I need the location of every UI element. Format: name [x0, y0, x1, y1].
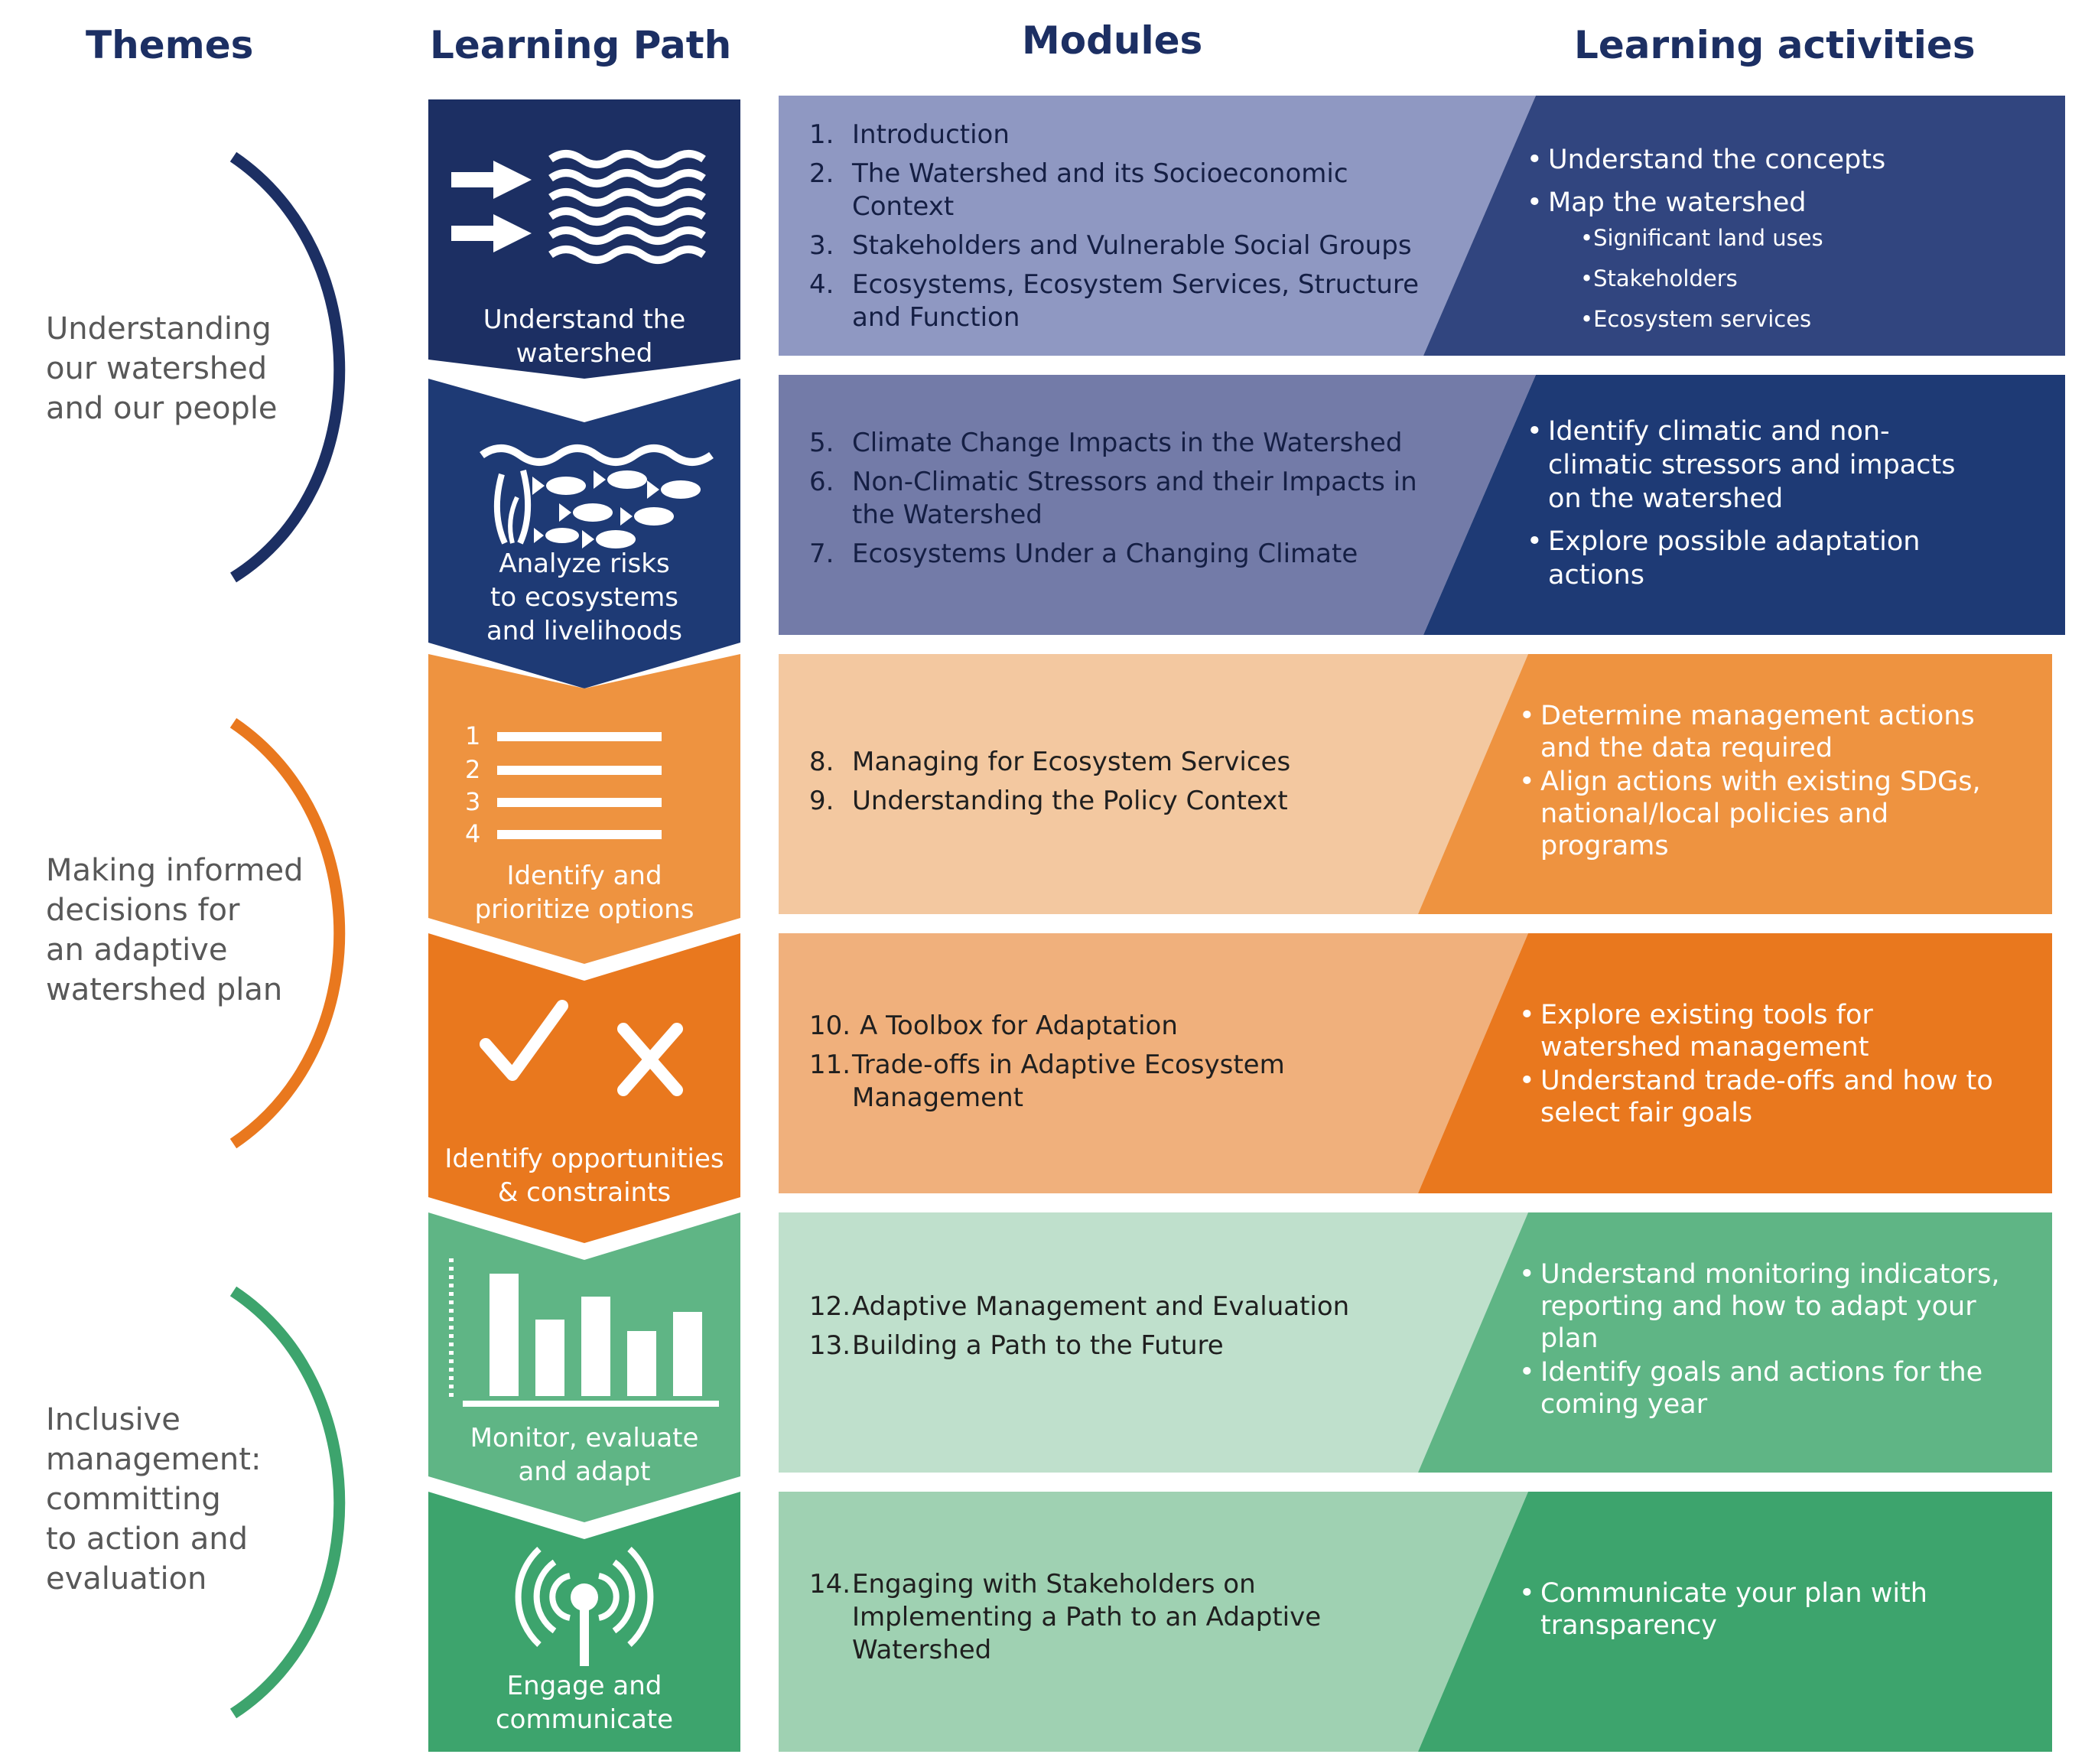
step-6-label: Engage and communicate [495, 1671, 674, 1735]
theme-arc-green [229, 1286, 346, 1719]
learning-path-step-1: Understand the watershed [428, 99, 740, 379]
numbered-list-icon: 1 2 3 4 [465, 721, 662, 848]
row-3-background [779, 654, 2052, 914]
activity-subitem: • Significant land uses [1580, 225, 1823, 251]
themes-header: Themes [86, 23, 254, 67]
broadcast-antenna-icon [515, 1547, 654, 1666]
module-item: 8.Managing for Ecosystem Services [809, 747, 1291, 777]
learning-activities-header: Learning activities [1574, 23, 1976, 67]
step-2-label: Analyze risks to ecosystems and liveliho… [486, 548, 683, 646]
row-1-background [779, 96, 2065, 356]
modules-header: Modules [1022, 18, 1203, 63]
learning-path-step-2: Analyze risks to ecosystems and liveliho… [428, 379, 740, 688]
list-number: 1 [465, 721, 480, 750]
module-list-2: 5.Climate Change Impacts in the Watershe… [809, 427, 1444, 577]
theme-arcs [229, 151, 346, 1719]
module-row-1: 1.Introduction 2.The Watershed and its S… [779, 96, 2065, 356]
module-item: 9.Understanding the Policy Context [809, 786, 1288, 816]
activity-item: •Explore existing tools for watershed ma… [1519, 1000, 1873, 1063]
learning-path-step-5: Monitor, evaluate and adapt [428, 1212, 740, 1522]
module-item: 2.The Watershed and its Socioeconomic Co… [809, 158, 1348, 222]
activity-item: •Map the watershed • Significant land us… [1527, 186, 2031, 344]
activity-list-1: •Understand the concepts •Map the waters… [1527, 143, 2031, 353]
module-list-4: 10.A Toolbox for Adaptation 11.Trade-off… [809, 1010, 1391, 1121]
step-4-chevron [428, 933, 740, 1243]
activity-item: •Determine management actions and the da… [1519, 701, 1975, 763]
step-5-label: Monitor, evaluate and adapt [470, 1423, 699, 1487]
module-item: 6.Non-Climatic Stressors and their Impac… [809, 467, 1417, 530]
module-list-3: 8.Managing for Ecosystem Services 9.Unde… [809, 746, 1444, 824]
module-row-2: 5.Climate Change Impacts in the Watershe… [779, 375, 2065, 635]
list-number: 2 [465, 755, 480, 784]
step-3-chevron [428, 654, 740, 964]
arrows-waves-icon [451, 150, 706, 264]
row-4-background [779, 933, 2052, 1193]
activity-item: •Identify climatic and non-climatic stre… [1527, 416, 1956, 514]
module-item: 11.Trade-offs in Adaptive Ecosystem Mana… [809, 1050, 1285, 1113]
module-row-3: 8.Managing for Ecosystem Services 9.Unde… [779, 654, 2065, 914]
activity-item: •Explore possible adaptation actions [1527, 526, 1921, 591]
activity-list-5: •Understand monitoring indicators, repor… [1519, 1258, 2009, 1430]
learning-path-step-6: Engage and communicate [428, 1492, 740, 1752]
activity-list-3: •Determine management actions and the da… [1519, 700, 2009, 871]
activity-item: •Understand the concepts [1527, 145, 1886, 175]
module-item: 5.Climate Change Impacts in the Watershe… [809, 428, 1403, 458]
module-row-5: 12.Adaptive Management and Evaluation 13… [779, 1212, 2065, 1473]
learning-path-step-4: Identify opportunities & constraints [428, 933, 740, 1243]
module-item: 14.Engaging with Stakeholders on Impleme… [809, 1569, 1322, 1665]
row-5-background [779, 1212, 2052, 1473]
activity-sublist: • Significant land uses • Stakeholders •… [1580, 223, 2031, 344]
check-cross-icon [480, 1000, 683, 1096]
theme-understanding: Understanding our watershed and our peop… [46, 311, 278, 426]
module-item: 10.A Toolbox for Adaptation [809, 1011, 1178, 1041]
bar-chart-icon [449, 1258, 719, 1407]
step-3-label: Identify and prioritize options [474, 861, 694, 925]
module-item: 13.Building a Path to the Future [809, 1330, 1224, 1361]
activity-subitem: • Ecosystem services [1580, 306, 1812, 332]
row-2-background [779, 375, 2065, 635]
activity-list-4: •Explore existing tools for watershed ma… [1519, 999, 2009, 1138]
module-list-5: 12.Adaptive Management and Evaluation 13… [809, 1290, 1444, 1369]
module-row-4: 10.A Toolbox for Adaptation 11.Trade-off… [779, 933, 2065, 1193]
activity-item: •Understand monitoring indicators, repor… [1519, 1259, 2000, 1354]
row-6-background [779, 1492, 2052, 1752]
step-1-label: Understand the watershed [483, 304, 686, 369]
module-item: 1.Introduction [809, 119, 1010, 150]
activity-list-6: •Communicate your plan with transparency [1519, 1577, 1993, 1651]
list-number: 4 [465, 819, 480, 848]
module-list-1: 1.Introduction 2.The Watershed and its S… [809, 119, 1444, 340]
learning-path-step-3: 1 2 3 4 Identify and prioritize options [428, 654, 740, 964]
module-list-6: 14.Engaging with Stakeholders on Impleme… [809, 1568, 1345, 1673]
module-item: 4.Ecosystems, Ecosystem Services, Struct… [809, 269, 1420, 333]
list-number: 3 [465, 787, 480, 816]
activity-item: •Identify goals and actions for the comi… [1519, 1357, 1983, 1420]
module-item: 7.Ecosystems Under a Changing Climate [809, 539, 1358, 569]
theme-arc-navy [229, 151, 346, 583]
activity-item: •Align actions with existing SDGs, natio… [1519, 766, 1981, 861]
fish-seaweed-icon [480, 444, 714, 548]
step-4-label: Identify opportunities & constraints [444, 1144, 724, 1208]
learning-path-header: Learning Path [430, 23, 732, 67]
activity-item: •Understand trade-offs and how to select… [1519, 1066, 1993, 1128]
theme-arc-orange [229, 718, 346, 1149]
module-item: 12.Adaptive Management and Evaluation [809, 1291, 1350, 1322]
theme-inclusive-management: Inclusive management: committing to acti… [46, 1402, 262, 1596]
module-item: 3.Stakeholders and Vulnerable Social Gro… [809, 230, 1412, 261]
module-row-6: 14.Engaging with Stakeholders on Impleme… [779, 1492, 2065, 1752]
theme-informed-decisions: Making informed decisions for an adaptiv… [46, 853, 304, 1007]
activity-item: •Communicate your plan with transparency [1519, 1578, 1927, 1641]
activity-list-2: •Identify climatic and non-climatic stre… [1527, 415, 1986, 601]
activity-subitem: • Stakeholders [1580, 265, 1738, 291]
